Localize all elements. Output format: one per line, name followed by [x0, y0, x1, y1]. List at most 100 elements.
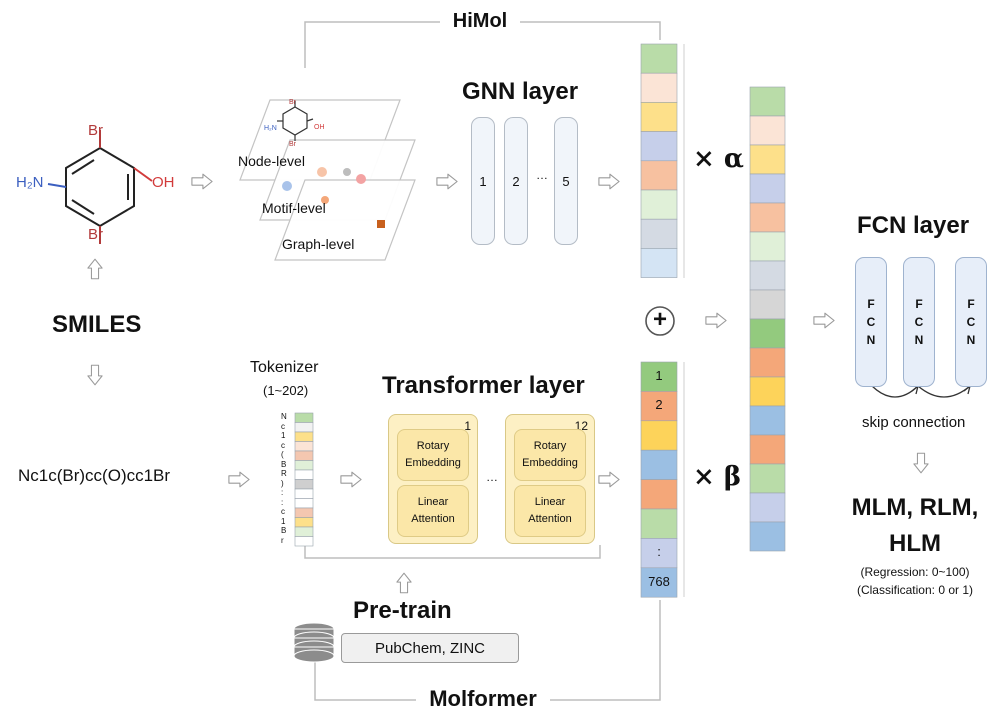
transformer-block-1: 1 Rotary Embedding Linear Attention	[388, 414, 478, 544]
output-line-2: HLM	[889, 530, 941, 557]
token-cell-2	[294, 422, 314, 433]
plus-circle	[645, 306, 675, 336]
concat-vector-cell-14	[749, 463, 786, 494]
concat-vector-cell-11	[749, 376, 786, 407]
arrow-concat-to-fcn	[813, 312, 835, 329]
gnn-vector-cell-3	[640, 102, 678, 132]
gnn-layer-5: 5	[554, 117, 578, 245]
token-label-7: R	[281, 469, 287, 478]
pretrain-title: Pre-train	[353, 597, 452, 624]
himol-title: HiMol	[452, 10, 508, 32]
gnn-vector-cell-5	[640, 160, 678, 191]
token-column	[294, 412, 314, 547]
concat-vector-cell-6	[749, 231, 786, 262]
linear-attention-12: Linear Attention	[514, 485, 586, 537]
concat-vector-cell-9	[749, 318, 786, 349]
transformer-vector-cell-5	[640, 479, 678, 510]
token-label-6: B	[281, 459, 287, 469]
database-icon-shape	[293, 622, 335, 663]
token-label-12: 1	[281, 516, 286, 526]
pretrain-dataset-label: PubChem, ZINC	[374, 639, 486, 657]
output-line-1: MLM, RLM,	[851, 494, 979, 521]
token-label-8: )	[281, 478, 284, 488]
token-label-11: c	[281, 507, 285, 516]
transformer-layer-title: Transformer layer	[382, 372, 585, 399]
motif-level-label: Motif-level	[262, 200, 326, 216]
gnn-vector-cell-1	[640, 43, 678, 74]
concat-vector-cell-3	[749, 144, 786, 175]
gnn-ellipsis: …	[536, 168, 548, 182]
gnn-layer-title: GNN layer	[462, 78, 579, 105]
rotary-embedding-12: Rotary Embedding	[514, 429, 586, 481]
token-label-4: c	[281, 440, 285, 450]
transformer-block-12: 12 Rotary Embedding Linear Attention	[505, 414, 595, 544]
token-cell-5	[294, 450, 314, 461]
token-cell-1	[294, 412, 314, 423]
transformer-vector-cell-1	[640, 361, 678, 392]
token-cell-4	[294, 441, 314, 452]
token-cell-13	[294, 526, 314, 537]
molecule-structure	[47, 130, 153, 244]
arrow-fcn-to-output	[913, 452, 929, 474]
token-cell-11	[294, 507, 314, 518]
concat-vector-cell-8	[749, 289, 786, 320]
concat-vector-cell-16	[749, 521, 786, 552]
block-index-1: 1	[464, 419, 471, 433]
bromine-bottom-label: Br	[88, 226, 103, 243]
token-cell-3	[294, 431, 314, 442]
arrow-gnn-to-vector	[598, 173, 620, 190]
gnn-embedding-vector	[640, 43, 678, 278]
token-label-5: (	[281, 450, 284, 459]
gnn-vector-cell-2	[640, 72, 678, 103]
concatenated-vector	[749, 86, 786, 552]
transformer-vector-cell-4	[640, 449, 678, 480]
bromine-top-label: Br	[88, 122, 103, 139]
beta-cell-label-1: 1	[655, 368, 663, 383]
transformer-vector-cell-8	[640, 567, 678, 598]
molformer-bracket	[314, 600, 661, 701]
arrow-tokenizer-to-transformer	[340, 471, 362, 488]
token-cell-8	[294, 479, 314, 490]
hierarchy-planes	[239, 99, 416, 261]
token-label-1: N	[281, 412, 287, 421]
concat-vector-cell-4	[749, 173, 786, 204]
arrow-smiles-to-molecule	[87, 258, 103, 280]
plus-sign: +	[652, 306, 667, 333]
beta-cell-label-2: 2	[655, 397, 663, 413]
transformer-embedding-vector	[640, 361, 678, 598]
himol-bracket	[304, 21, 661, 68]
concat-vector-cell-5	[749, 202, 786, 233]
skip-connection-arc-1	[871, 385, 919, 398]
arrow-levels-to-gnn	[436, 173, 458, 190]
gnn-vector-cell-4	[640, 131, 678, 162]
gnn-layer-1: 1	[471, 117, 495, 245]
arrow-pretrain-to-transformer	[396, 572, 412, 594]
concat-vector-cell-1	[749, 86, 786, 117]
fcn-layer-title: FCN layer	[857, 212, 970, 239]
small-hydroxyl: OH	[314, 124, 325, 131]
concat-vector-cell-2	[749, 115, 786, 146]
arrow-molecule-to-levels	[191, 173, 213, 190]
molformer-title: Molformer	[429, 686, 537, 711]
concat-vector-cell-13	[749, 434, 786, 465]
token-label-2: c	[281, 421, 285, 431]
small-bromine-top: Br	[289, 99, 296, 106]
arrow-smiles-to-string	[87, 364, 103, 386]
token-label-10: :	[281, 497, 284, 507]
amine-label: H₂N	[16, 174, 44, 191]
concat-vector-cell-10	[749, 347, 786, 378]
smiles-string: Nc1c(Br)cc(O)cc1Br	[18, 466, 171, 485]
token-label-9: :	[281, 488, 284, 497]
rotary-embedding-1: Rotary Embedding	[397, 429, 469, 481]
token-cell-9	[294, 488, 314, 499]
token-label-3: 1	[281, 431, 286, 440]
tokenizer-title: Tokenizer	[250, 359, 319, 376]
beta-cell-label-8: 768	[648, 573, 670, 589]
transformer-vector-cell-2	[640, 391, 678, 422]
token-label-14: r	[281, 535, 284, 545]
database-icon	[294, 623, 334, 663]
